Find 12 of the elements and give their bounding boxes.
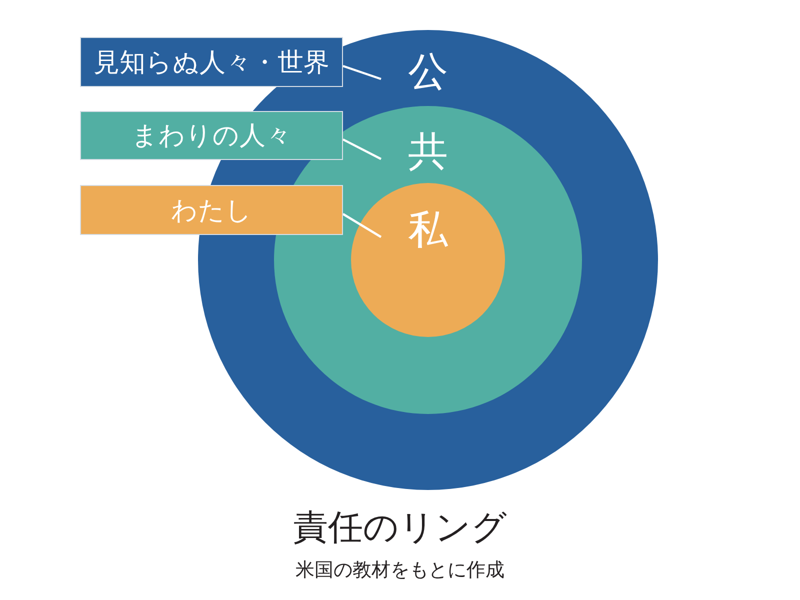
- ring-label: 私: [408, 210, 448, 250]
- leader-line: [342, 64, 382, 80]
- ring-label: 共: [408, 132, 448, 172]
- inner-circle: [351, 183, 505, 337]
- diagram-title: 責任のリング: [293, 510, 507, 545]
- label-box: わたし: [80, 185, 343, 235]
- caption: 米国の教材をもとに作成: [296, 561, 504, 580]
- label-box: 見知らぬ人々・世界: [80, 37, 343, 87]
- leader-line: [342, 138, 382, 160]
- leader-line: [342, 213, 382, 238]
- label-box: まわりの人々: [80, 111, 343, 160]
- ring-label: 公: [408, 52, 448, 92]
